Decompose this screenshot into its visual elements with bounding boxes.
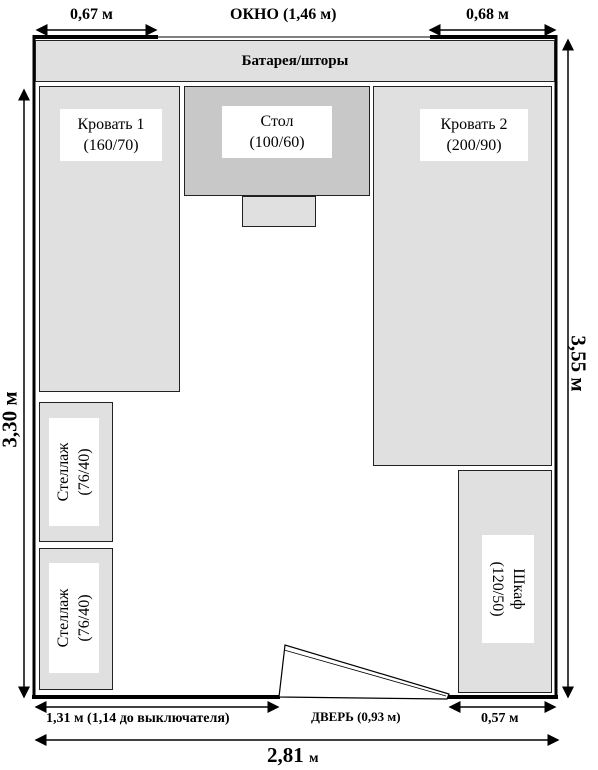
bed-2-label: Кровать 2 (200/90) (420, 109, 528, 161)
radiator-strip: Батарея/шторы (35, 40, 555, 82)
shelf-1-name: Стеллаж (55, 442, 72, 502)
bed-1-name: Кровать 1 (77, 116, 145, 133)
table-name: Стол (260, 113, 294, 130)
dim-door-label: ДВЕРЬ (0,93 м) (311, 709, 401, 724)
door-leaf-inner (283, 649, 447, 697)
dim-total-width-value: 2,81 (267, 743, 304, 767)
shelf-2-size: (76/40) (76, 594, 93, 642)
wardrobe-name: Шкаф (510, 568, 527, 610)
dim-bottom-right-label: 0,57 м (481, 711, 519, 726)
dim-bottom-left-label: 1,31 м (1,14 до выключателя) (46, 711, 230, 726)
dim-left-height-label: 3,30 м (0, 391, 22, 448)
shelf-2-name: Стеллаж (55, 588, 72, 648)
dim-total-width-label: 2,81 м (267, 743, 319, 768)
table-size: (100/60) (249, 134, 305, 151)
wardrobe-label: Шкаф (120/50) (482, 535, 534, 643)
wardrobe-size: (120/50) (489, 561, 506, 617)
shelf-2-label: Стеллаж (76/40) (49, 563, 99, 673)
chair (242, 196, 316, 227)
bed-1-label: Кровать 1 (160/70) (60, 109, 162, 161)
bed-2-size: (200/90) (446, 137, 502, 154)
radiator-label: Батарея/шторы (241, 52, 349, 69)
dim-right-height-label: 3,55 м (566, 335, 591, 392)
bed-2-name: Кровать 2 (440, 116, 508, 133)
dim-window-label: ОКНО (1,46 м) (230, 6, 337, 23)
shelf-1-size: (76/40) (76, 448, 93, 496)
table-label: Стол (100/60) (222, 106, 332, 158)
door-leaf (278, 644, 450, 700)
dim-total-width-unit: м (309, 751, 319, 766)
shelf-1-label: Стеллаж (76/40) (49, 418, 99, 526)
dim-top-left-label: 0,67 м (70, 6, 113, 23)
dim-top-right-label: 0,68 м (466, 6, 509, 23)
bed-1-size: (160/70) (83, 137, 139, 154)
